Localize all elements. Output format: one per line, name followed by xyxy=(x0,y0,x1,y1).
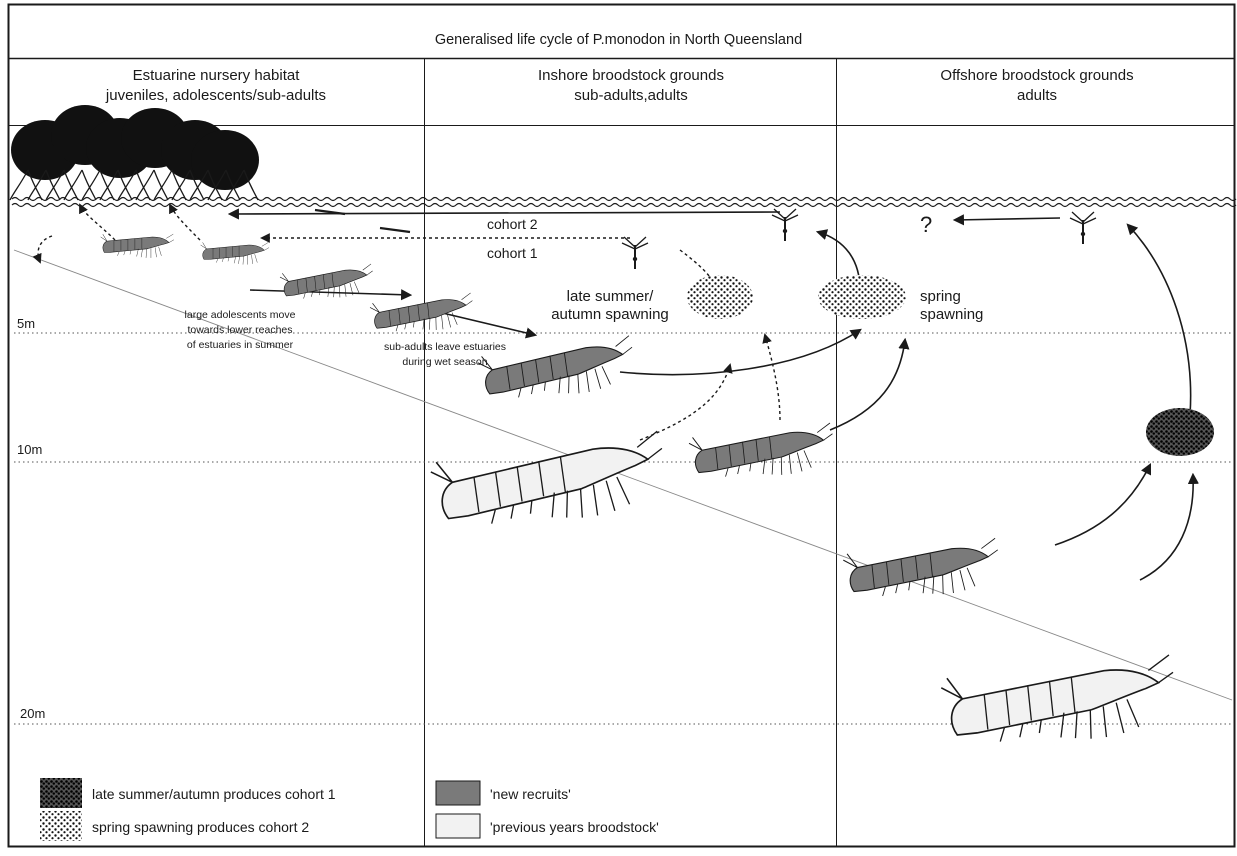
late-summer-spawning-label: late summer/ autumn spawning xyxy=(540,288,680,324)
juvenile-up-arrow-1 xyxy=(80,205,115,240)
prawn-new-recruit-offshore-icon xyxy=(843,538,1002,604)
juvenile-loop-arrow xyxy=(38,236,52,262)
zone-offshore-title: Offshore broodstock grounds xyxy=(838,66,1236,86)
offshore-spawn-arrow-1 xyxy=(1055,465,1150,545)
depth-label-5m: 5m xyxy=(17,316,35,331)
depth-label-20m: 20m xyxy=(20,706,45,721)
offshore-larvae-arrow xyxy=(955,218,1060,220)
broodstock-autumn-arrow xyxy=(640,365,730,440)
prawn-juvenile-1-icon xyxy=(101,234,174,258)
larva-cohort1-icon xyxy=(622,237,648,269)
spring-line-1: spring xyxy=(920,288,983,306)
mangrove-icon xyxy=(10,105,259,200)
adolescents-line-2: towards lower reaches xyxy=(150,323,330,338)
zone-inshore-stages: sub-adults,adults xyxy=(426,86,836,106)
recruit-spring-arrow xyxy=(830,340,905,430)
cohort-1-label: cohort 1 xyxy=(487,245,538,261)
legend-previous-swatch-icon xyxy=(436,814,480,838)
water-surface-upper xyxy=(12,198,1236,201)
egg-cluster-spring-icon xyxy=(818,275,906,319)
legend-cohort2-swatch-icon xyxy=(40,811,82,841)
adolescent-move-arrow xyxy=(250,290,410,295)
unknown-fate-label: ? xyxy=(920,212,932,238)
new-recruit-spawn-arrow xyxy=(620,330,860,375)
late-summer-line-2: autumn spawning xyxy=(540,306,680,324)
zone-offshore-stages: adults xyxy=(838,86,1236,106)
depth-label-10m: 10m xyxy=(17,442,42,457)
prawn-adolescent-icon xyxy=(280,264,375,304)
adolescents-line-1: large adolescents move xyxy=(150,308,330,323)
subadults-note: sub-adults leave estuaries during wet se… xyxy=(370,340,520,370)
larva-inshore-surface-icon xyxy=(772,209,798,241)
larva-offshore-icon xyxy=(1070,212,1096,244)
adolescents-note: large adolescents move towards lower rea… xyxy=(150,308,330,353)
prawn-subadult-icon xyxy=(370,293,475,337)
juvenile-up-arrow-2 xyxy=(170,205,200,240)
egg-cluster-autumn-icon xyxy=(687,275,753,319)
subadults-line-2: during wet season xyxy=(370,355,520,370)
legend-previous-broodstock-label: 'previous years broodstock' xyxy=(490,819,659,835)
recruit-autumn-arrow xyxy=(765,335,780,420)
prawn-previous-broodstock-inshore-icon xyxy=(430,431,670,538)
prawn-new-recruit-mid-icon xyxy=(688,423,836,484)
prawn-juvenile-2-icon xyxy=(201,242,269,264)
cohort-2-return-arrow xyxy=(230,212,780,214)
legend-new-recruits-swatch-icon xyxy=(436,781,480,805)
cohort-2-label: cohort 2 xyxy=(487,216,538,232)
late-summer-line-1: late summer/ xyxy=(540,288,680,306)
zone-estuarine-title: Estuarine nursery habitat xyxy=(16,66,416,86)
adolescents-line-3: of estuaries in summer xyxy=(150,338,330,353)
legend-new-recruits-label: 'new recruits' xyxy=(490,786,571,802)
legend-cohort1-swatch-icon xyxy=(40,778,82,808)
spring-spawning-label: spring spawning xyxy=(920,288,983,324)
legend-cohort2-label: spring spawning produces cohort 2 xyxy=(92,819,309,835)
subadults-line-1: sub-adults leave estuaries xyxy=(370,340,520,355)
spring-line-2: spawning xyxy=(920,306,983,324)
egg-cluster-offshore-icon xyxy=(1146,408,1214,456)
zone-estuarine-stages: juveniles, adolescents/sub-adults xyxy=(16,86,416,106)
zone-estuarine: Estuarine nursery habitat juveniles, ado… xyxy=(16,66,416,106)
diagram-title: Generalised life cycle of P.monodon in N… xyxy=(0,32,1237,48)
prawn-previous-broodstock-offshore-icon xyxy=(940,655,1179,754)
zone-inshore: Inshore broodstock grounds sub-adults,ad… xyxy=(426,66,836,106)
offshore-spawn-arrow-2 xyxy=(1140,475,1193,580)
zone-offshore: Offshore broodstock grounds adults xyxy=(838,66,1236,106)
offshore-spawn-larvae-arrow xyxy=(1128,225,1191,415)
water-surface-lower xyxy=(12,204,1236,207)
zone-inshore-title: Inshore broodstock grounds xyxy=(426,66,836,86)
legend-cohort1-label: late summer/autumn produces cohort 1 xyxy=(92,786,336,802)
